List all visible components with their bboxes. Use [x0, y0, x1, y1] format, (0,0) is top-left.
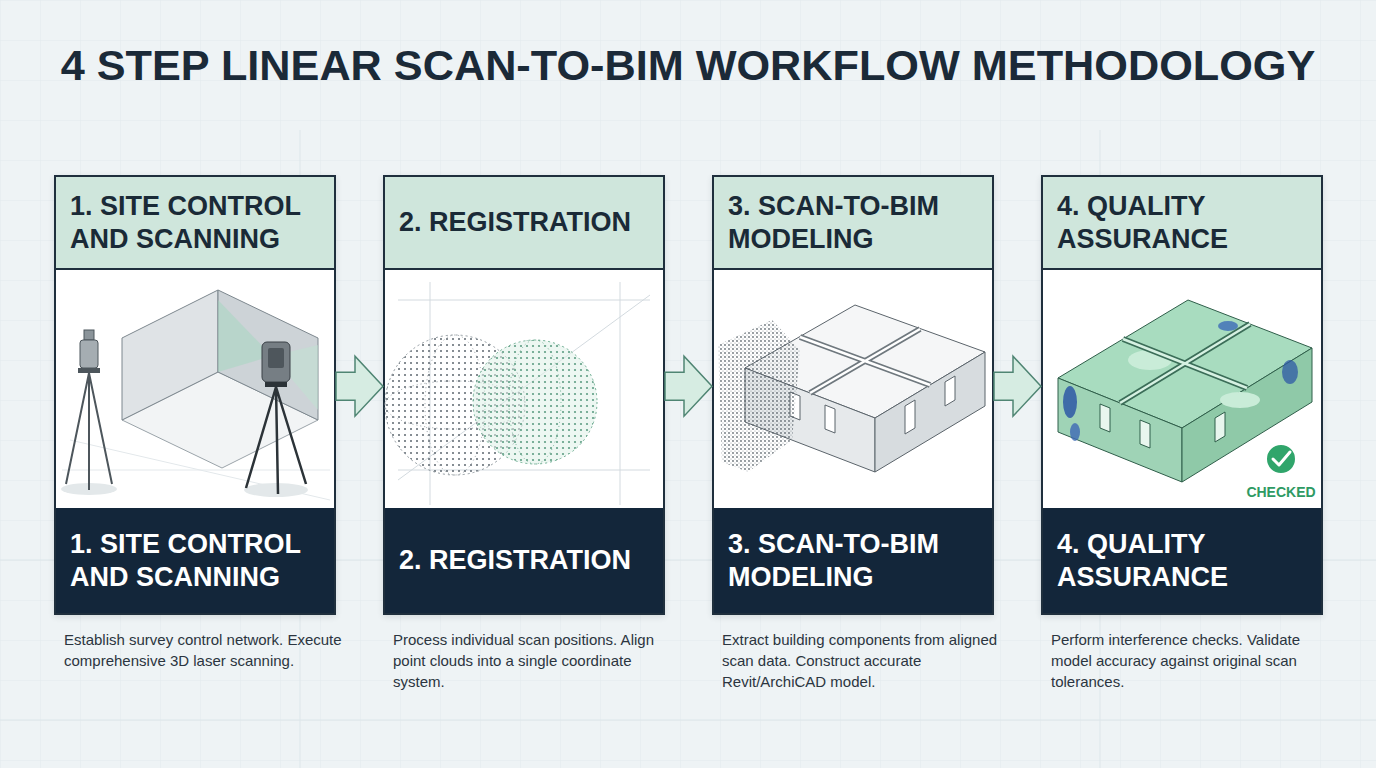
workflow-step-panel: 2. REGISTRATION2. REGISTRATIONProcess in… [383, 175, 665, 615]
flow-arrow [336, 356, 383, 416]
step-footer-title: 3. SCAN-TO-BIM MODELING [728, 528, 978, 594]
workflow-step-panel: 1. SITE CONTROL AND SCANNING 1. SITE CONT… [54, 175, 336, 615]
step-footer-band: 4. QUALITY ASSURANCE [1043, 508, 1321, 613]
step-footer-title: 1. SITE CONTROL AND SCANNING [70, 528, 320, 594]
diagram-title: 4 STEP LINEAR SCAN-TO-BIM WORKFLOW METHO… [61, 44, 1316, 87]
drafting-lines [0, 130, 1376, 768]
step-footer-band: 3. SCAN-TO-BIM MODELING [714, 508, 992, 613]
flow-arrow [994, 356, 1041, 416]
step-heading: 2. REGISTRATION [399, 206, 631, 239]
flow-arrow [665, 356, 712, 416]
step-heading: 4. QUALITY ASSURANCE [1057, 190, 1307, 256]
workflow-step-panel: 4. QUALITY ASSURANCE 4. QUALITY ASSURANCE… [1041, 175, 1323, 615]
step-footer-title: 4. QUALITY ASSURANCE [1057, 528, 1307, 594]
step-header-band: 4. QUALITY ASSURANCE [1043, 177, 1321, 270]
step-heading: 3. SCAN-TO-BIM MODELING [728, 190, 978, 256]
step-header-band: 1. SITE CONTROL AND SCANNING [56, 177, 334, 270]
step-footer-band: 2. REGISTRATION [385, 508, 663, 613]
step-description: Perform interference checks. Validate mo… [1051, 629, 1337, 692]
status-label: CHECKED [1236, 484, 1326, 500]
step-footer-band: 1. SITE CONTROL AND SCANNING [56, 508, 334, 613]
step-description: Extract building components from aligned… [722, 629, 1008, 692]
step-header-band: 3. SCAN-TO-BIM MODELING [714, 177, 992, 270]
step-description: Establish survey control network. Execut… [64, 629, 350, 671]
step-header-band: 2. REGISTRATION [385, 177, 663, 270]
workflow-step-panel: 3. SCAN-TO-BIM MODELING 3. SCAN-TO-BIM MO… [712, 175, 994, 615]
step-description: Process individual scan positions. Align… [393, 629, 679, 692]
step-heading: 1. SITE CONTROL AND SCANNING [70, 190, 320, 256]
step-footer-title: 2. REGISTRATION [399, 544, 631, 577]
